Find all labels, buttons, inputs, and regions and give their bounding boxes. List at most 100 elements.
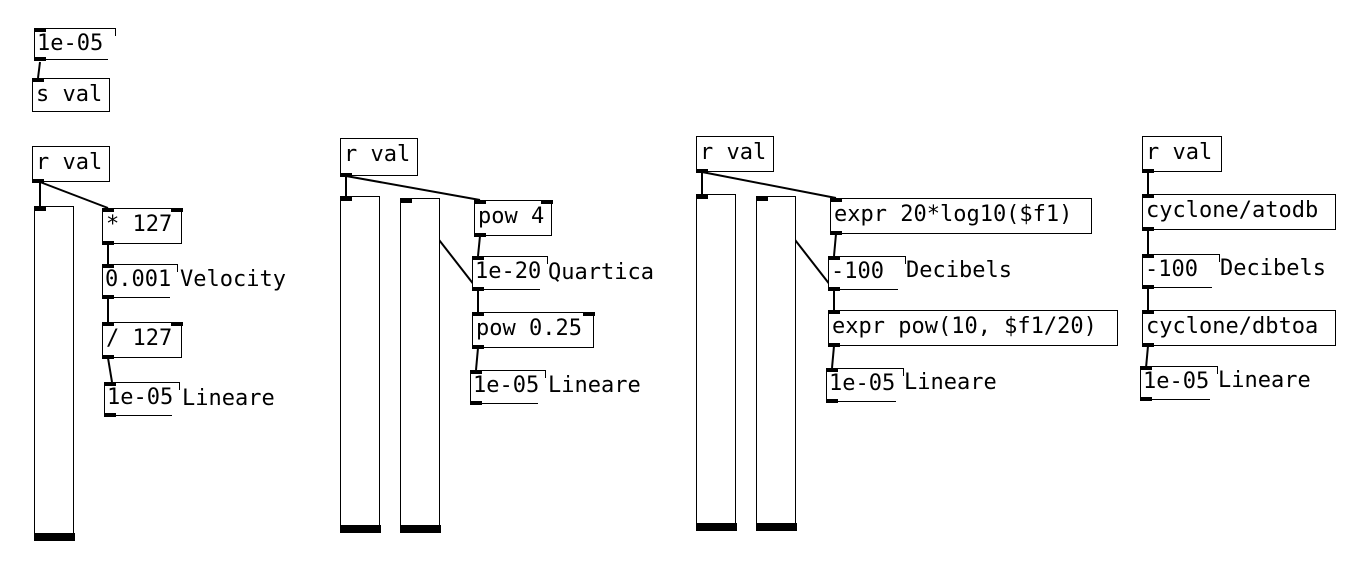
outlet[interactable] bbox=[103, 412, 116, 417]
inlet[interactable] bbox=[755, 195, 768, 201]
outlet[interactable] bbox=[471, 344, 484, 349]
g2-receive-text: r val bbox=[344, 142, 411, 167]
outlet[interactable] bbox=[31, 178, 44, 183]
outlet[interactable] bbox=[33, 56, 46, 61]
g3-linear-value: 1e-05 bbox=[829, 371, 896, 396]
inlet[interactable] bbox=[33, 205, 46, 211]
slider-handle[interactable] bbox=[33, 532, 75, 541]
outlet[interactable] bbox=[825, 398, 838, 403]
inlet[interactable] bbox=[825, 367, 838, 372]
g1-divide-object[interactable]: / 127 bbox=[101, 321, 183, 359]
outlet[interactable] bbox=[101, 294, 114, 299]
g1-vertical-slider[interactable] bbox=[33, 205, 75, 541]
outlet[interactable] bbox=[829, 230, 842, 235]
g3-db-label: Decibels bbox=[906, 258, 1012, 283]
inlet[interactable] bbox=[339, 195, 352, 201]
g3-expr-to-db-object[interactable]: expr 20*log10($f1) bbox=[829, 197, 1092, 235]
slider-handle[interactable] bbox=[339, 524, 381, 533]
send-object[interactable]: s val bbox=[31, 77, 110, 112]
outlet[interactable] bbox=[1141, 168, 1154, 173]
g1-multiply-object[interactable]: * 127 bbox=[101, 207, 183, 245]
slider-handle[interactable] bbox=[695, 522, 737, 531]
g1-linear-label: Lineare bbox=[182, 386, 275, 411]
inlet[interactable] bbox=[31, 77, 44, 82]
g1-divide-text: / 127 bbox=[106, 326, 173, 351]
g1-linear-number[interactable]: 1e-05 bbox=[103, 381, 180, 417]
outlet[interactable] bbox=[101, 354, 114, 359]
g3-linear-number[interactable]: 1e-05 bbox=[825, 367, 904, 403]
g2-linear-number[interactable]: 1e-05 bbox=[469, 369, 546, 405]
inlet[interactable] bbox=[33, 27, 46, 32]
inlet[interactable] bbox=[101, 263, 114, 268]
inlet-right[interactable] bbox=[582, 311, 595, 316]
inlet[interactable] bbox=[827, 255, 840, 260]
outlet[interactable] bbox=[1139, 396, 1152, 401]
outlet[interactable] bbox=[695, 168, 708, 173]
inlet[interactable] bbox=[471, 255, 484, 260]
g2-vertical-slider-right[interactable] bbox=[399, 197, 441, 533]
inlet[interactable] bbox=[101, 207, 114, 212]
inlet[interactable] bbox=[1141, 253, 1154, 258]
inlet[interactable] bbox=[1141, 309, 1154, 314]
inlet[interactable] bbox=[827, 309, 840, 314]
inlet-right[interactable] bbox=[170, 207, 183, 212]
g3-receive-object[interactable]: r val bbox=[695, 136, 774, 173]
g4-receive-object[interactable]: r val bbox=[1141, 136, 1222, 173]
g2-pow4-text: pow 4 bbox=[478, 204, 545, 229]
g4-db-label: Decibels bbox=[1220, 256, 1326, 281]
inlet[interactable] bbox=[829, 197, 842, 202]
inlet[interactable] bbox=[473, 199, 486, 204]
outlet[interactable] bbox=[471, 286, 484, 291]
g4-dbtoa-object[interactable]: cyclone/dbtoa bbox=[1141, 309, 1336, 347]
g2-pow025-text: pow 0.25 bbox=[476, 316, 582, 341]
g2-receive-object[interactable]: r val bbox=[339, 138, 418, 177]
inlet[interactable] bbox=[471, 311, 484, 316]
inlet[interactable] bbox=[695, 193, 708, 199]
slider-handle[interactable] bbox=[755, 522, 797, 531]
g4-atodb-object[interactable]: cyclone/atodb bbox=[1141, 193, 1336, 231]
inlet[interactable] bbox=[101, 321, 114, 326]
inlet[interactable] bbox=[1141, 193, 1154, 198]
outlet[interactable] bbox=[469, 400, 482, 405]
g1-velocity-number[interactable]: 0.001 bbox=[101, 263, 178, 299]
g2-quartic-number[interactable]: 1e-20 bbox=[471, 255, 548, 291]
g3-db-number[interactable]: -100 bbox=[827, 255, 906, 291]
g2-pow4-object[interactable]: pow 4 bbox=[473, 199, 553, 237]
g3-vertical-slider-left[interactable] bbox=[695, 193, 737, 531]
inlet-right[interactable] bbox=[540, 199, 553, 204]
g4-receive-text: r val bbox=[1146, 140, 1213, 165]
cord-pow4-to-num bbox=[477, 235, 481, 257]
outlet[interactable] bbox=[339, 172, 352, 177]
outlet[interactable] bbox=[101, 240, 114, 245]
inlet-right[interactable] bbox=[170, 321, 183, 326]
g3-vertical-slider-right[interactable] bbox=[755, 195, 797, 531]
inlet[interactable] bbox=[103, 381, 116, 386]
g1-receive-object[interactable]: r val bbox=[31, 146, 110, 183]
g2-linear-value: 1e-05 bbox=[473, 373, 540, 398]
outlet[interactable] bbox=[827, 342, 840, 347]
outlet[interactable] bbox=[1141, 284, 1154, 289]
g3-expr-to-db-text: expr 20*log10($f1) bbox=[834, 202, 1073, 227]
g4-linear-number[interactable]: 1e-05 bbox=[1139, 365, 1218, 401]
g4-linear-value: 1e-05 bbox=[1143, 369, 1210, 394]
slider-handle[interactable] bbox=[399, 524, 441, 533]
cord-msg-to-send bbox=[37, 61, 41, 79]
outlet[interactable] bbox=[1141, 342, 1154, 347]
outlet[interactable] bbox=[827, 286, 840, 291]
outlet[interactable] bbox=[1141, 226, 1154, 231]
g2-pow025-object[interactable]: pow 0.25 bbox=[471, 311, 595, 349]
inlet[interactable] bbox=[469, 369, 482, 374]
send-number-value: 1e-05 bbox=[37, 31, 104, 56]
g1-receive-text: r val bbox=[36, 150, 103, 175]
g3-db-value: -100 bbox=[831, 259, 884, 284]
send-number-box[interactable]: 1e-05 bbox=[33, 27, 116, 61]
g4-db-number[interactable]: -100 bbox=[1141, 253, 1220, 289]
g3-expr-to-linear-object[interactable]: expr pow(10, $f1/20) bbox=[827, 309, 1118, 347]
g2-linear-label: Lineare bbox=[548, 373, 641, 398]
send-object-text: s val bbox=[36, 82, 103, 107]
g2-quartic-label: Quartica bbox=[548, 260, 654, 285]
inlet[interactable] bbox=[399, 197, 412, 203]
outlet[interactable] bbox=[473, 232, 486, 237]
inlet[interactable] bbox=[1139, 365, 1152, 370]
g2-vertical-slider-left[interactable] bbox=[339, 195, 381, 533]
